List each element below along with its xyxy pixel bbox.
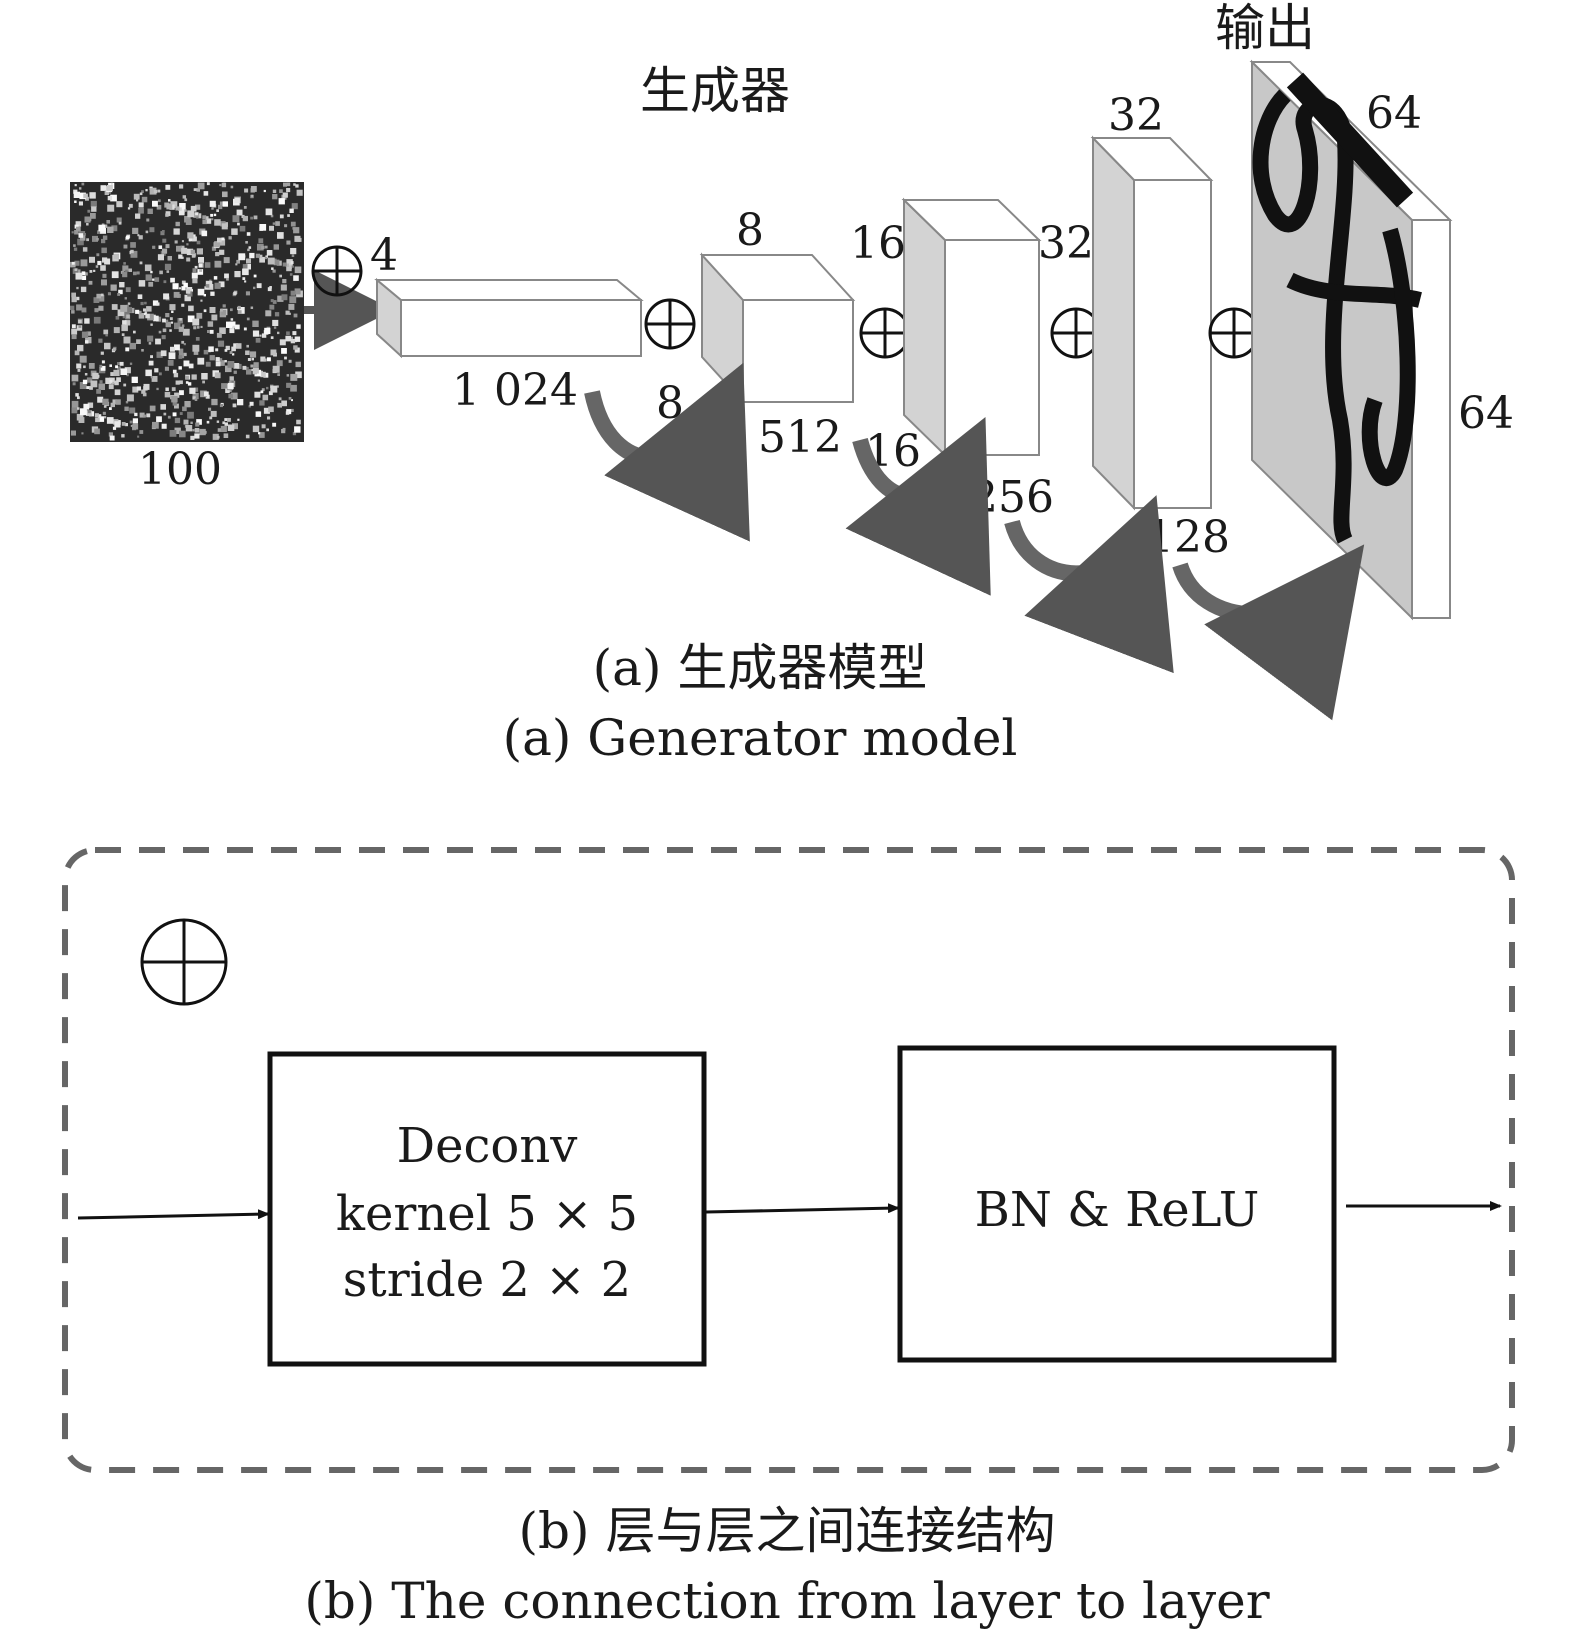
connection-dashed-frame	[62, 847, 1515, 1473]
layer1-depth-label: 4	[370, 230, 398, 281]
oplus-symbol	[311, 245, 363, 297]
oplus-symbol	[859, 307, 911, 359]
skip-arrow	[1172, 544, 1365, 721]
oplus-symbol	[644, 298, 696, 350]
input-flow-arrow	[77, 1209, 270, 1220]
middle-flow-arrow	[705, 1203, 900, 1214]
input-size-label: 100	[138, 444, 222, 495]
layer1-block	[374, 277, 644, 359]
layer3-channels-label: 256	[970, 472, 1054, 523]
layer2-block	[699, 252, 856, 405]
oplus-symbol	[1208, 307, 1260, 359]
layer2-channels-label: 512	[758, 412, 842, 463]
layer4-top-label: 32	[1108, 90, 1164, 141]
caption-b-cn: (b) 层与层之间连接结构	[519, 1502, 1056, 1560]
layer4-block	[1090, 135, 1214, 511]
layer2-left-label: 8	[656, 378, 684, 429]
deconv-line1: Deconv	[397, 1118, 578, 1174]
layer3-left-top-label: 16	[850, 218, 906, 269]
skip-arrow	[584, 362, 750, 542]
layer1-width-label: 1 024	[452, 365, 578, 416]
caption-a-cn: (a) 生成器模型	[593, 639, 928, 697]
deconv-box	[267, 1051, 707, 1367]
bn-relu-label: BN & ReLU	[975, 1182, 1260, 1238]
layer4-left-label: 32	[1038, 218, 1094, 269]
output-label: 输出	[1215, 0, 1315, 57]
deconv-line2: kernel 5 × 5	[336, 1186, 638, 1242]
layer3-block	[901, 197, 1042, 458]
generator-title: 生成器	[640, 62, 790, 120]
output-top-label: 64	[1366, 88, 1422, 139]
output-right-label: 64	[1458, 388, 1514, 439]
caption-b-en: (b) The connection from layer to layer	[304, 1572, 1269, 1630]
caption-a-en: (a) Generator model	[503, 709, 1018, 767]
input-noise-image	[70, 182, 304, 442]
bn-relu-box	[897, 1045, 1337, 1363]
skip-arrow	[845, 416, 991, 596]
oplus-symbol	[140, 918, 228, 1006]
skip-arrow	[1004, 495, 1174, 674]
layer4-channels-label: 128	[1146, 512, 1230, 563]
deconv-line3: stride 2 × 2	[343, 1252, 631, 1308]
layer2-top-label: 8	[736, 205, 764, 256]
output-image-slab	[1249, 59, 1453, 621]
